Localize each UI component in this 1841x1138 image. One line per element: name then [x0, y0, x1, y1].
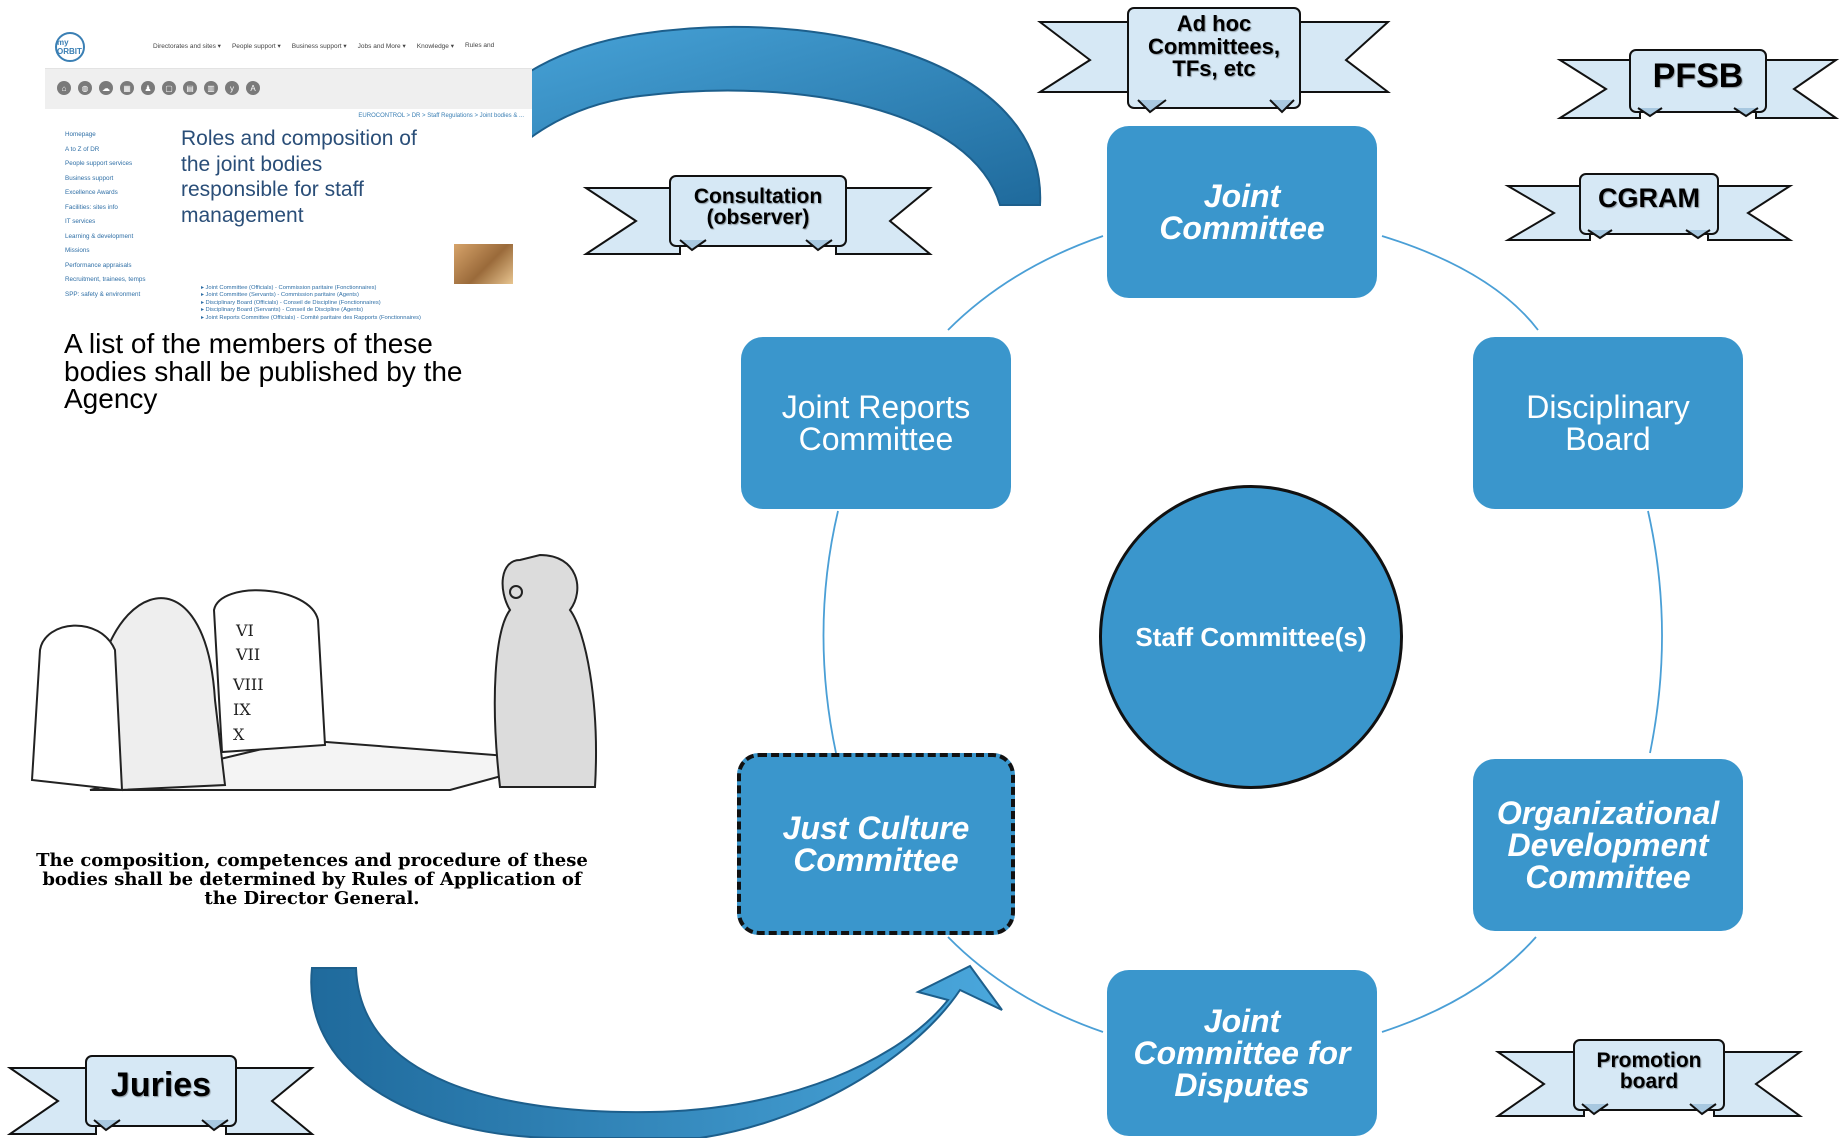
numeral-10: X — [233, 725, 245, 744]
chat-icon[interactable]: ▢ — [162, 81, 176, 95]
node-joint-committee-for-disputes: Joint Committee for Disputes — [1107, 970, 1377, 1136]
ribbon-label-pfsb: PFSB — [1652, 56, 1744, 95]
webpage-screenshot: my ORBIT Directorates and sites ▾ People… — [45, 28, 532, 324]
webpage-photo — [454, 244, 513, 284]
connector-jrc-to-jc — [947, 235, 1104, 331]
cartoon-tablet-numerals: VI VII VIII IX X — [232, 621, 264, 744]
text-icon[interactable]: A — [246, 81, 260, 95]
cartoon-right-tablet — [212, 589, 327, 754]
menu-item[interactable]: Performance appraisals — [65, 261, 132, 269]
orbit-logo: my ORBIT — [55, 32, 85, 62]
menu-item[interactable]: Learning & development — [65, 232, 134, 240]
ribbon-label-juries: Juries — [110, 1065, 212, 1104]
ribbon-label-ad-hoc: Ad hoc Committees, TFs, etc — [1147, 11, 1281, 82]
numeral-6: VI — [235, 621, 254, 640]
ribbon-label-consultation: Consultation (observer) — [693, 184, 823, 229]
connector-odc-to-jcd — [1381, 936, 1537, 1033]
nav-item[interactable]: Directorates and sites ▾ — [153, 43, 221, 50]
link-item[interactable]: ▸ Joint Committee (Officials) - Commissi… — [201, 285, 377, 291]
nav-item[interactable]: Rules and — [464, 42, 495, 49]
members-list-note: A list of the members of these bodies sh… — [64, 328, 463, 415]
node-joint-committee: Joint Committee — [1107, 126, 1377, 298]
connector-jcd-to-jcc — [947, 936, 1104, 1033]
webpage-topbar: my ORBIT Directorates and sites ▾ People… — [45, 28, 532, 69]
node-just-culture-committee: Just Culture Committee — [737, 753, 1015, 935]
connector-jcc-to-jrc — [822, 510, 839, 754]
ribbon-cgram — [1504, 173, 1794, 241]
link-item[interactable]: ▸ Joint Reports Committee (Officials) - … — [201, 314, 421, 321]
home-icon[interactable]: ⌂ — [57, 81, 71, 95]
node-joint-reports-committee: Joint Reports Committee — [741, 337, 1011, 509]
ribbon-label-promotion-board: Promotion board — [1596, 1048, 1702, 1093]
ribbon-ad-hoc — [1036, 7, 1391, 114]
numeral-7: VII — [235, 645, 260, 664]
link-item[interactable]: ▸ Joint Committee (Servants) - Commissio… — [201, 292, 359, 299]
ribbon-label-cgram: CGRAM — [1598, 183, 1700, 214]
composition-caption: The composition, competences and procedu… — [36, 850, 588, 909]
book-icon[interactable]: ▤ — [183, 81, 197, 95]
webpage-toolbar — [45, 69, 532, 109]
cartoon-left-tablet — [30, 624, 124, 792]
numeral-8: VIII — [232, 675, 264, 694]
ribbon-promotion-board — [1494, 1039, 1804, 1117]
webpage-nav: Directorates and sites ▾ People support … — [153, 42, 494, 50]
curved-arrow-bottom — [310, 964, 1003, 1138]
nav-item[interactable]: Jobs and More ▾ — [357, 43, 406, 50]
nav-item[interactable]: Knowledge ▾ — [416, 43, 454, 50]
cloud-icon[interactable]: ☁ — [99, 81, 113, 95]
connector-db-to-odc — [1647, 510, 1663, 754]
menu-item[interactable]: SPP: safety & environment — [65, 290, 141, 298]
printer-icon[interactable]: ▥ — [204, 81, 218, 95]
link-item[interactable]: ▸ Disciplinary Board (Officials) - Conse… — [201, 299, 381, 306]
cartoon-standing-man — [493, 553, 597, 788]
breadcrumb[interactable]: EUROCONTROL > DR > Staff Regulations > J… — [358, 113, 524, 119]
ribbon-juries — [6, 1055, 315, 1135]
cartoon-illustration — [30, 553, 597, 792]
menu-item[interactable]: A to Z of DR — [65, 145, 100, 153]
node-staff-committees: Staff Committee(s) — [1099, 485, 1403, 789]
yammer-icon[interactable]: y — [225, 81, 239, 95]
cartoon-man-glasses — [509, 585, 523, 599]
connector-jc-to-db — [1381, 235, 1539, 331]
person-icon[interactable]: ♟ — [141, 81, 155, 95]
nav-item[interactable]: People support ▾ — [231, 43, 281, 50]
link-item[interactable]: ▸ Disciplinary Board (Servants) - Consei… — [201, 307, 364, 314]
nav-item[interactable]: Business support ▾ — [291, 43, 347, 50]
menu-item[interactable]: Missions — [65, 247, 90, 254]
node-organizational-development-committee: Organizational Development Committee — [1473, 759, 1743, 931]
org-chart-icon[interactable]: ▦ — [120, 81, 134, 95]
side-menu: Homepage A to Z of DR People support ser… — [65, 131, 150, 306]
menu-item[interactable]: Recruitment, trainees, temps — [65, 276, 146, 283]
menu-item[interactable]: IT services — [65, 218, 96, 225]
connector-ring — [822, 235, 1663, 1033]
webpage-links: ▸ Joint Committee (Officials) - Commissi… — [201, 285, 521, 323]
globe-icon[interactable]: ◍ — [78, 81, 92, 95]
menu-item[interactable]: Homepage — [65, 131, 96, 138]
webpage-title: Roles and composition of the joint bodie… — [181, 127, 417, 227]
node-disciplinary-board: Disciplinary Board — [1473, 337, 1743, 509]
ribbon-pfsb — [1556, 49, 1840, 119]
menu-item[interactable]: Excellence Awards — [65, 189, 118, 196]
menu-item[interactable]: Facilities: sites info — [65, 203, 118, 211]
menu-item[interactable]: Business support — [65, 174, 114, 182]
ribbon-consultation — [582, 175, 933, 255]
menu-item[interactable]: People support services — [65, 160, 133, 167]
numeral-9: IX — [233, 700, 251, 719]
